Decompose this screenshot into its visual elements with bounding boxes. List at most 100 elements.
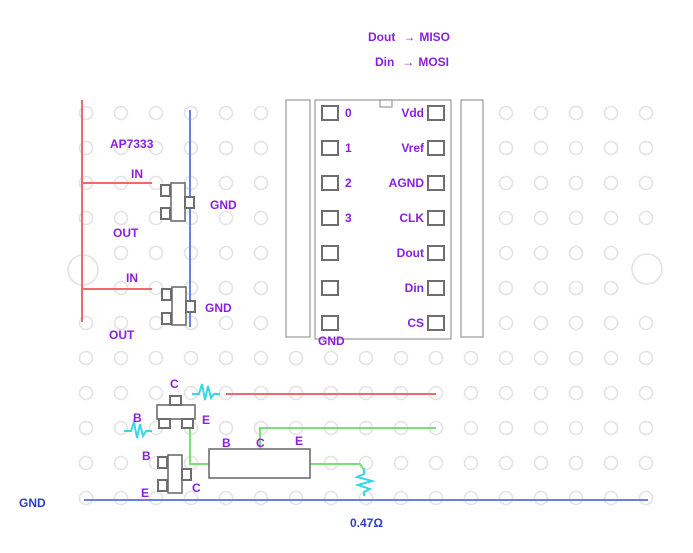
resistor-sense bbox=[353, 468, 376, 496]
reg-top-in-label: IN bbox=[131, 167, 143, 181]
reg-top-out-label: OUT bbox=[113, 226, 139, 240]
board-hole bbox=[428, 455, 444, 471]
board-hole bbox=[568, 385, 584, 401]
board-hole bbox=[463, 490, 479, 506]
board-hole bbox=[323, 350, 339, 366]
chip-pin-left-label: 1 bbox=[345, 141, 352, 155]
board-hole bbox=[638, 175, 654, 191]
board-hole bbox=[323, 490, 339, 506]
chip-pin-right bbox=[427, 315, 445, 331]
board-hole bbox=[393, 455, 409, 471]
board-hole bbox=[218, 280, 234, 296]
board-hole bbox=[148, 350, 164, 366]
q1-collector-label: C bbox=[170, 377, 179, 391]
board-hole bbox=[603, 280, 619, 296]
board-hole bbox=[533, 105, 549, 121]
board-hole bbox=[498, 245, 514, 261]
board-hole bbox=[113, 245, 129, 261]
board-hole bbox=[603, 455, 619, 471]
chip-pin-left bbox=[321, 140, 339, 156]
q3-emitter-label: E bbox=[295, 434, 303, 448]
board-hole bbox=[533, 315, 549, 331]
q3-base-label: B bbox=[222, 436, 231, 450]
board-hole bbox=[568, 210, 584, 226]
chip-pin-left-label: 0 bbox=[345, 106, 352, 120]
board-hole bbox=[253, 315, 269, 331]
board-hole bbox=[218, 105, 234, 121]
board-hole bbox=[568, 280, 584, 296]
chip-pin-right bbox=[427, 140, 445, 156]
board-hole bbox=[603, 140, 619, 156]
board-hole bbox=[148, 140, 164, 156]
board-hole bbox=[603, 315, 619, 331]
board-hole bbox=[113, 385, 129, 401]
board-hole bbox=[218, 175, 234, 191]
chip-pin-right bbox=[427, 105, 445, 121]
board-hole bbox=[113, 105, 129, 121]
board-hole bbox=[463, 455, 479, 471]
regulator-top bbox=[160, 182, 195, 222]
board-hole bbox=[148, 490, 164, 506]
board-hole bbox=[78, 420, 94, 436]
board-hole bbox=[498, 280, 514, 296]
board-hole bbox=[253, 490, 269, 506]
board-hole bbox=[78, 455, 94, 471]
board-hole bbox=[428, 350, 444, 366]
board-hole bbox=[498, 455, 514, 471]
board-hole bbox=[463, 420, 479, 436]
chip-pin-right bbox=[427, 175, 445, 191]
chip-pin-left bbox=[321, 245, 339, 261]
board-hole bbox=[603, 105, 619, 121]
board-hole bbox=[218, 210, 234, 226]
board-hole bbox=[113, 210, 129, 226]
board-hole bbox=[113, 420, 129, 436]
board-hole bbox=[288, 350, 304, 366]
board-hole bbox=[568, 105, 584, 121]
chip-pin-right-label: Dout bbox=[397, 246, 424, 260]
chip-pin-right bbox=[427, 245, 445, 261]
board-hole bbox=[638, 455, 654, 471]
board-hole bbox=[533, 210, 549, 226]
board-hole bbox=[568, 455, 584, 471]
chip-pin-left-label: 3 bbox=[345, 211, 352, 225]
board-hole bbox=[253, 245, 269, 261]
regulator-bottom bbox=[161, 286, 196, 326]
board-hole bbox=[498, 420, 514, 436]
q1-base-label: B bbox=[133, 411, 142, 425]
board-hole bbox=[463, 350, 479, 366]
board-hole bbox=[498, 385, 514, 401]
chip-pin-left bbox=[321, 315, 339, 331]
board-hole bbox=[603, 175, 619, 191]
chip-pin-right-label: Vdd bbox=[401, 106, 424, 120]
board-hole bbox=[78, 350, 94, 366]
board-hole bbox=[498, 315, 514, 331]
board-hole bbox=[113, 315, 129, 331]
board-hole bbox=[113, 455, 129, 471]
chip-pin-left bbox=[321, 210, 339, 226]
board-hole bbox=[638, 420, 654, 436]
board-hole bbox=[218, 245, 234, 261]
board-hole bbox=[638, 350, 654, 366]
chip-pin-left bbox=[321, 280, 339, 296]
board-hole bbox=[603, 420, 619, 436]
board-hole bbox=[498, 490, 514, 506]
board-hole bbox=[288, 490, 304, 506]
board-hole bbox=[113, 490, 129, 506]
board-hole bbox=[183, 490, 199, 506]
board-hole bbox=[533, 175, 549, 191]
board-hole bbox=[638, 385, 654, 401]
board-hole bbox=[498, 210, 514, 226]
legend-dout: Dout→MISO bbox=[368, 30, 450, 44]
board-hole bbox=[253, 280, 269, 296]
header-strip-left bbox=[285, 99, 311, 338]
signal-wire-emitter bbox=[295, 463, 365, 471]
board-hole bbox=[533, 455, 549, 471]
board-hole bbox=[358, 490, 374, 506]
q2-base-label: B bbox=[142, 449, 151, 463]
board-hole bbox=[568, 315, 584, 331]
chip-pin-right-label: CS bbox=[407, 316, 424, 330]
board-hole bbox=[78, 385, 94, 401]
chip-gnd-label: GND bbox=[318, 334, 345, 348]
